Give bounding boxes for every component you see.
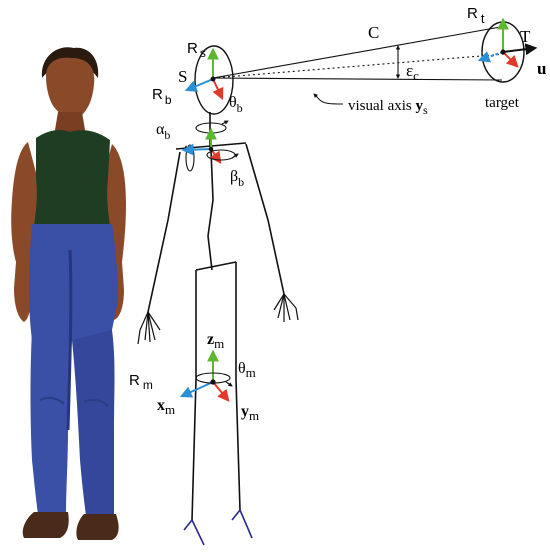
label-target: target: [485, 95, 520, 111]
skeleton-right-arm: [245, 143, 285, 295]
line-c-lower: [212, 77, 503, 81]
beta-arrow: [231, 153, 239, 159]
model-origin: [210, 379, 216, 385]
label-u: u: [537, 59, 546, 78]
left-leg: [30, 330, 72, 514]
label-t: T: [520, 27, 531, 46]
head-ellipse: [194, 45, 234, 115]
line-dotted: [212, 53, 506, 79]
t-origin: [500, 49, 506, 55]
visual-axis-leader-arrow: [313, 93, 319, 99]
right-hand: [273, 293, 299, 322]
jeans-shade: [66, 249, 73, 431]
line-c-upper: [212, 25, 507, 79]
torso-origin: [208, 146, 214, 152]
feet: [183, 509, 253, 546]
model-frame: [179, 349, 233, 402]
u-vector: [502, 43, 538, 56]
label-theta-m: θm: [238, 360, 256, 380]
label-theta-b: θb: [229, 94, 243, 115]
jeans-knee: [39, 396, 65, 405]
rb-axis: [184, 78, 214, 92]
label-beta-b: βb: [230, 168, 244, 189]
target-frame: [477, 17, 538, 83]
jeans-knee-2: [83, 398, 109, 407]
human-figure-render: [11, 47, 126, 540]
head: [46, 57, 95, 119]
label-visual-axis: visual axis ys: [348, 98, 428, 117]
shirt: [34, 130, 110, 226]
left-arm: [11, 142, 41, 322]
label-s: S: [178, 67, 187, 86]
label-xm: xm: [157, 397, 175, 417]
label-zm: zm: [207, 331, 224, 351]
ys-axis: [212, 78, 224, 101]
skeleton-hips: [195, 261, 237, 271]
sight-lines: [212, 25, 507, 105]
skeleton-left-arm: [147, 151, 181, 313]
torso-frame: [181, 127, 239, 164]
torso-blue: [181, 143, 212, 156]
xm-axis: [179, 381, 214, 398]
target-blue: [477, 51, 504, 63]
target-red: [502, 51, 519, 68]
skeleton-left-leg: [191, 270, 197, 521]
right-leg: [72, 330, 115, 516]
skeleton-spine: [207, 149, 214, 271]
skeleton-right-leg: [235, 262, 241, 511]
label-epsilon-c: εc: [406, 61, 419, 83]
label-ym: ym: [241, 403, 259, 423]
label-c: C: [368, 23, 379, 42]
visual-axis-leader: [317, 97, 344, 105]
jeans-hips: [29, 224, 118, 340]
neck: [54, 112, 86, 136]
left-hand: [137, 311, 161, 345]
right-shoe: [76, 514, 119, 540]
head-frame: [184, 45, 234, 115]
theta-m-arrow: [225, 381, 233, 387]
ym-axis: [212, 381, 230, 402]
theta-m-rotation: [195, 372, 231, 384]
label-alpha-b: αb: [156, 121, 170, 142]
left-shoe: [22, 512, 69, 538]
skeleton: [147, 112, 285, 521]
